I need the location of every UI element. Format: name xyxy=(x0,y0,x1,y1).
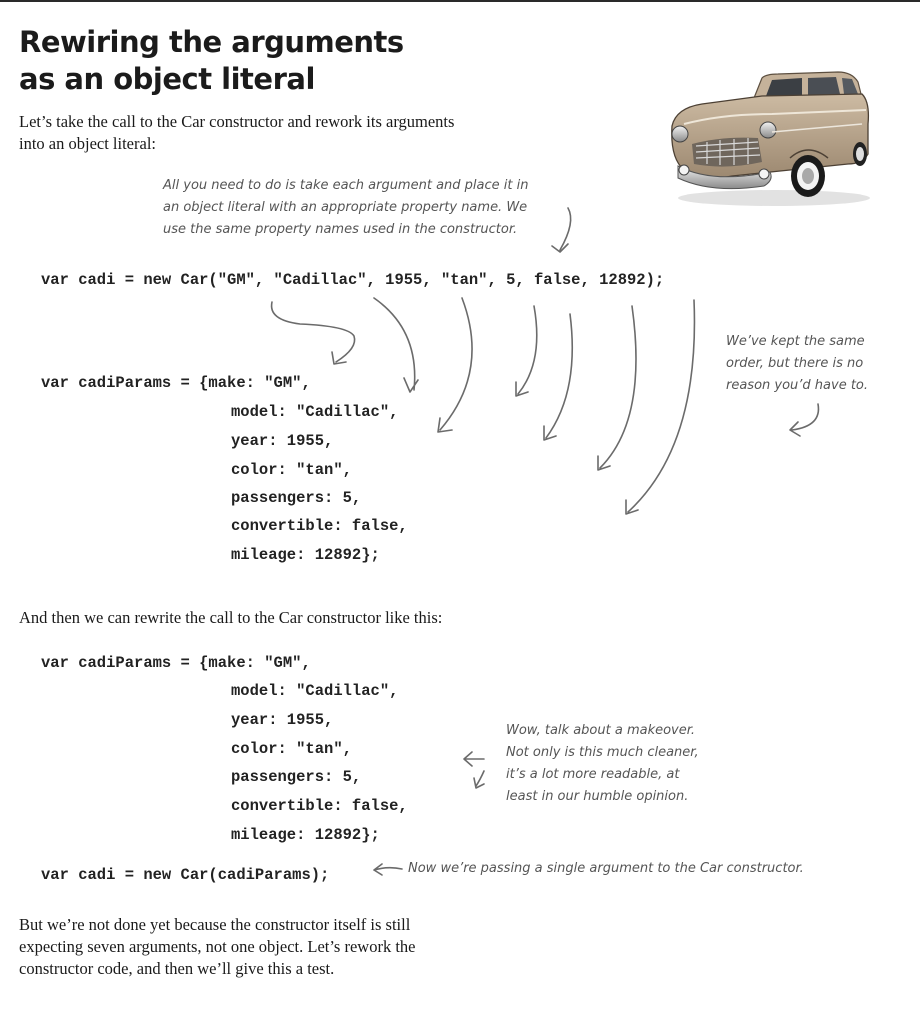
heading-line-1: Rewiring the arguments xyxy=(19,25,404,59)
annotation-makeover: Wow, talk about a makeover. Not only is … xyxy=(506,720,699,808)
arrow-makeover-left xyxy=(463,751,485,767)
code-params-model: model: "Cadillac", xyxy=(231,403,399,421)
code-car-call-params: var cadi = new Car(cadiParams); xyxy=(41,866,330,884)
arrow-single-argument xyxy=(373,863,403,876)
intro-paragraph: Let’s take the call to the Car construct… xyxy=(19,111,454,155)
arrow-mileage xyxy=(625,299,696,515)
code-params2-color: color: "tan", xyxy=(231,740,352,758)
code-params2-model: model: "Cadillac", xyxy=(231,682,399,700)
intro-line-1: Let’s take the call to the Car construct… xyxy=(19,112,455,131)
arrow-makeover-check xyxy=(473,770,485,789)
outro-line-2: expecting seven arguments, not one objec… xyxy=(19,937,416,956)
car-photo xyxy=(671,71,870,206)
heading-line-2: as an object literal xyxy=(19,62,315,96)
annotation-line-2: an object literal with an appropriate pr… xyxy=(163,200,528,215)
annotation-order-line-1: We’ve kept the same xyxy=(726,334,865,349)
page-heading: Rewiring the arguments as an object lite… xyxy=(19,24,404,98)
annotation-makeover-line-3: it’s a lot more readable, at xyxy=(506,767,680,782)
code-params2-convertible: convertible: false, xyxy=(231,797,408,815)
annotation-makeover-line-1: Wow, talk about a makeover. xyxy=(506,723,696,738)
annotation-line-1: All you need to do is take each argument… xyxy=(163,178,529,193)
code-params-first-line: var cadiParams = {make: "GM", xyxy=(41,374,311,392)
code-params-mileage: mileage: 12892}; xyxy=(231,546,380,564)
annotation-order-line-3: reason you’d have to. xyxy=(726,378,869,393)
annotation-order: We’ve kept the same order, but there is … xyxy=(726,331,868,397)
code-car-call: var cadi = new Car("GM", "Cadillac", 195… xyxy=(41,271,665,289)
outro-line-3: constructor code, and then we’ll give th… xyxy=(19,959,335,978)
annotation-property-names: All you need to do is take each argument… xyxy=(163,175,528,241)
arrow-passengers xyxy=(543,313,574,441)
code-params2-first-line: var cadiParams = {make: "GM", xyxy=(41,654,311,672)
code-params-convertible: convertible: false, xyxy=(231,517,408,535)
code-params-year: year: 1955, xyxy=(231,432,334,450)
annotation-order-line-2: order, but there is no xyxy=(726,356,864,371)
arrow-convertible xyxy=(597,305,637,471)
arrow-order-note xyxy=(789,403,820,437)
annotation-line-3: use the same property names used in the … xyxy=(163,222,518,237)
arrow-year xyxy=(437,297,473,433)
middle-paragraph: And then we can rewrite the call to the … xyxy=(19,608,443,627)
arrow-note-to-call xyxy=(551,207,572,253)
outro-paragraph: But we’re not done yet because the const… xyxy=(19,914,416,980)
arrow-color xyxy=(515,305,538,397)
intro-line-2: into an object literal: xyxy=(19,134,156,153)
code-params2-mileage: mileage: 12892}; xyxy=(231,826,380,844)
code-params2-passengers: passengers: 5, xyxy=(231,768,362,786)
arrow-cadillac-to-model xyxy=(373,297,419,393)
annotation-makeover-line-2: Not only is this much cleaner, xyxy=(506,745,699,760)
code-params-color: color: "tan", xyxy=(231,461,352,479)
arrow-gm-to-make xyxy=(270,301,356,365)
top-rule xyxy=(0,0,920,2)
annotation-single-argument: Now we’re passing a single argument to t… xyxy=(408,861,804,876)
code-params-passengers: passengers: 5, xyxy=(231,489,362,507)
annotation-makeover-line-4: least in our humble opinion. xyxy=(506,789,689,804)
outro-line-1: But we’re not done yet because the const… xyxy=(19,915,411,934)
code-params2-year: year: 1955, xyxy=(231,711,334,729)
